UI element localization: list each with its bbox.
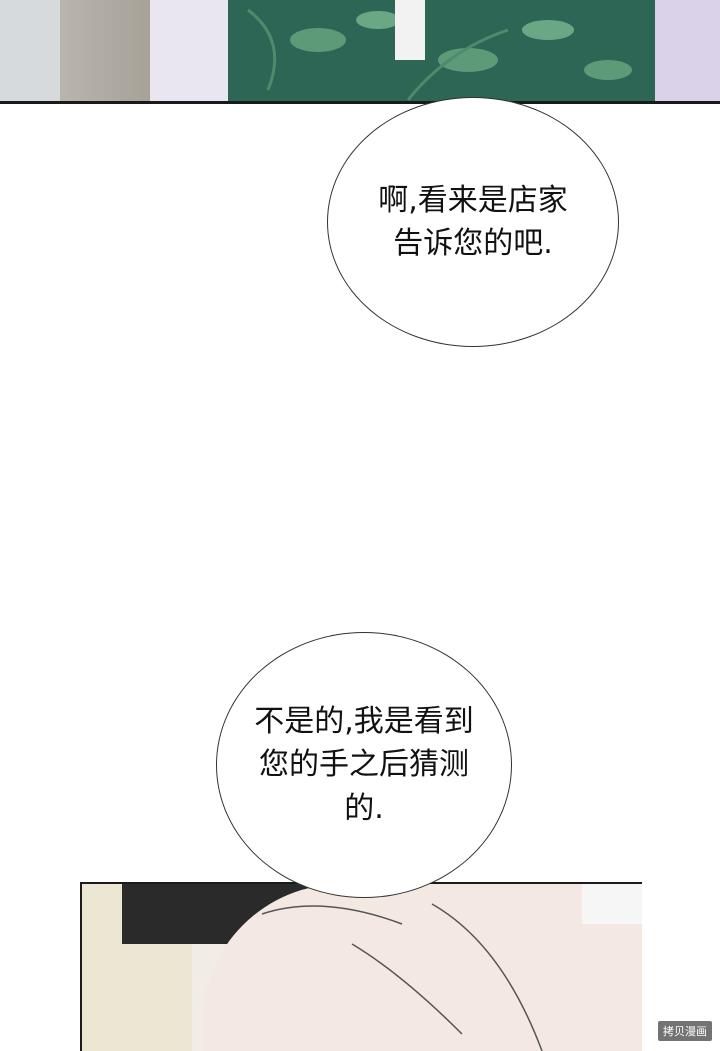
robe-collar (395, 0, 425, 60)
left-sleeve (150, 0, 230, 104)
green-floral-robe (228, 0, 668, 104)
watermark: 拷贝漫画 (658, 1021, 712, 1041)
speech-bubble-1: 啊,看来是店家 告诉您的吧. (327, 97, 619, 347)
right-sleeve (655, 0, 720, 104)
background-curtain (60, 0, 160, 104)
hand-lines (261, 903, 543, 1051)
bottom-comic-panel (80, 882, 642, 1051)
speech-bubble-2: 不是的,我是看到 您的手之后猜测 的. (216, 632, 512, 898)
speech-text-2: 不是的,我是看到 您的手之后猜测 的. (254, 703, 474, 826)
background-wall (0, 0, 60, 104)
floral-pattern (247, 8, 632, 101)
top-comic-panel (0, 0, 720, 104)
hand-illustration (202, 884, 642, 1051)
panel-border (0, 101, 720, 104)
speech-text-1: 啊,看来是店家 告诉您的吧. (378, 182, 568, 262)
white-cuff (582, 884, 642, 924)
